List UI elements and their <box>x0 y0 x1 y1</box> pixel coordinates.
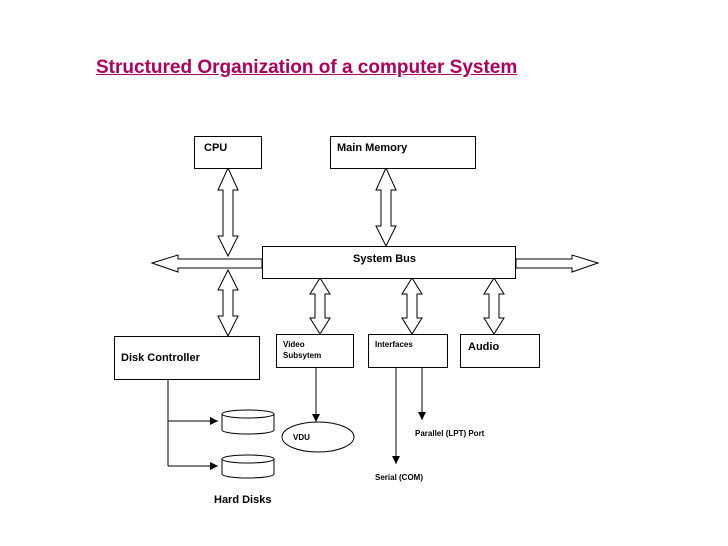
video-vdu-arrowhead <box>312 414 320 422</box>
disk2-arrowhead <box>210 462 218 470</box>
audio-box <box>460 334 540 368</box>
bus-extension-right <box>515 254 600 273</box>
interfaces-box <box>368 334 448 368</box>
disk1-arrowhead <box>210 417 218 425</box>
bus-video-arrow <box>309 277 331 335</box>
hard-disk-2 <box>221 454 275 479</box>
system-bus-label: System Bus <box>353 253 416 265</box>
disk-controller-box <box>114 336 260 380</box>
serial-arrowhead <box>392 456 400 464</box>
bus-interfaces-arrow <box>401 277 423 335</box>
video-label-line2: Subsytem <box>283 351 322 360</box>
memory-bus-arrow <box>375 166 397 248</box>
parallel-port-label: Parallel (LPT) Port <box>415 429 485 438</box>
main-memory-box <box>330 136 476 169</box>
cpu-box <box>194 136 262 169</box>
vdu-shape <box>281 421 355 453</box>
parallel-arrowhead <box>418 412 426 420</box>
video-subsystem-box <box>276 334 354 368</box>
video-label-line1: Video <box>283 340 305 349</box>
bus-extension-left <box>150 254 263 273</box>
cpu-bus-arrow <box>217 166 239 258</box>
disk-controller-label: Disk Controller <box>121 352 200 364</box>
cpu-label: CPU <box>204 142 228 154</box>
diagram-title: Structured Organization of a computer Sy… <box>96 57 518 78</box>
interfaces-label: Interfaces <box>375 340 413 349</box>
vdu-label: VDU <box>293 433 310 442</box>
hard-disks-label: Hard Disks <box>214 494 272 506</box>
system-bus-box <box>262 246 516 279</box>
hard-disk-1 <box>221 409 275 435</box>
serial-port-label: Serial (COM) <box>375 473 424 482</box>
bus-audio-arrow <box>483 277 505 335</box>
bus-disk-arrow <box>217 268 239 338</box>
audio-label: Audio <box>468 341 500 353</box>
main-memory-label: Main Memory <box>337 142 408 154</box>
